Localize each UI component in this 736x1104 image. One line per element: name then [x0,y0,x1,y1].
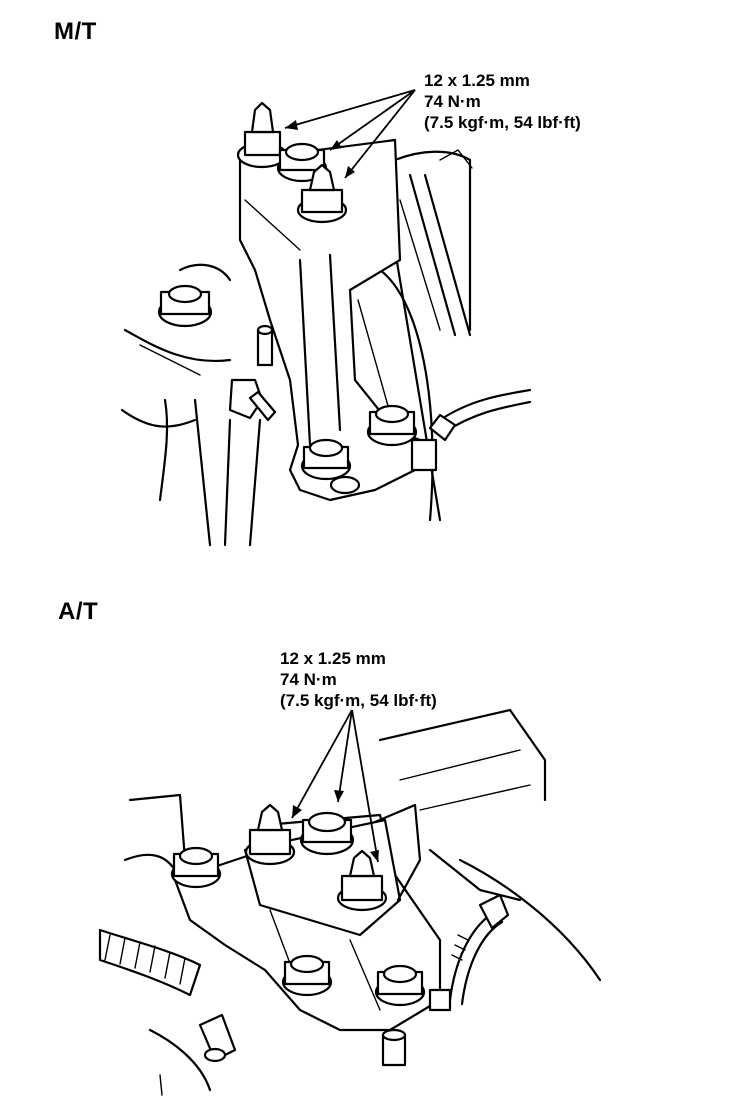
mt-torque-alt: (7.5 kgf·m, 54 lbf·ft) [424,113,581,132]
at-nut-center [299,811,355,856]
at-stud-right [336,849,388,912]
mt-mount-bracket [238,138,422,502]
mt-mount-drawing [120,89,532,547]
at-housing-lines [378,708,602,982]
at-nut-lower-center [281,954,333,997]
at-nut-left [170,846,222,889]
mt-hose [410,388,532,472]
mt-stud-right [296,163,348,224]
at-hose [428,893,510,1012]
at-torque-nm: 74 N·m [280,670,337,689]
at-mount-drawing [98,708,602,1096]
mt-engine-side [120,263,262,547]
at-nut-lower-right [374,964,426,1007]
mt-torque-nm: 74 N·m [424,92,481,111]
at-callout-arrows [291,709,379,863]
mt-housing-lines [378,149,473,522]
at-edge-mark [159,1074,163,1096]
mt-section: M/T 12 x 1.25 mm 74 N·m (7.5 kgf·m, 54 l… [54,18,581,547]
mt-nut-left [157,284,213,328]
mt-torque-spec: 12 x 1.25 mm 74 N·m (7.5 kgf·m, 54 lbf·f… [424,70,581,133]
at-bolt-size: 12 x 1.25 mm [280,649,386,668]
mt-callout-arrows [284,89,416,179]
mt-nut-lower-center [300,438,352,481]
at-section: A/T 12 x 1.25 mm 74 N·m (7.5 kgf·m, 54 l… [0,560,736,1104]
at-torque-alt: (7.5 kgf·m, 54 lbf·ft) [280,691,437,710]
at-engine-side [98,793,237,1092]
mt-bolt-size: 12 x 1.25 mm [424,71,530,90]
mt-pin [228,324,277,422]
mt-stud-left [236,101,288,169]
at-heading: A/T [58,598,99,625]
mt-heading: M/T [54,18,97,45]
at-stud-left [244,803,296,866]
at-pin [381,1028,407,1067]
at-torque-spec: 12 x 1.25 mm 74 N·m (7.5 kgf·m, 54 lbf·f… [280,648,437,711]
mt-nut-lower-right [366,404,418,447]
